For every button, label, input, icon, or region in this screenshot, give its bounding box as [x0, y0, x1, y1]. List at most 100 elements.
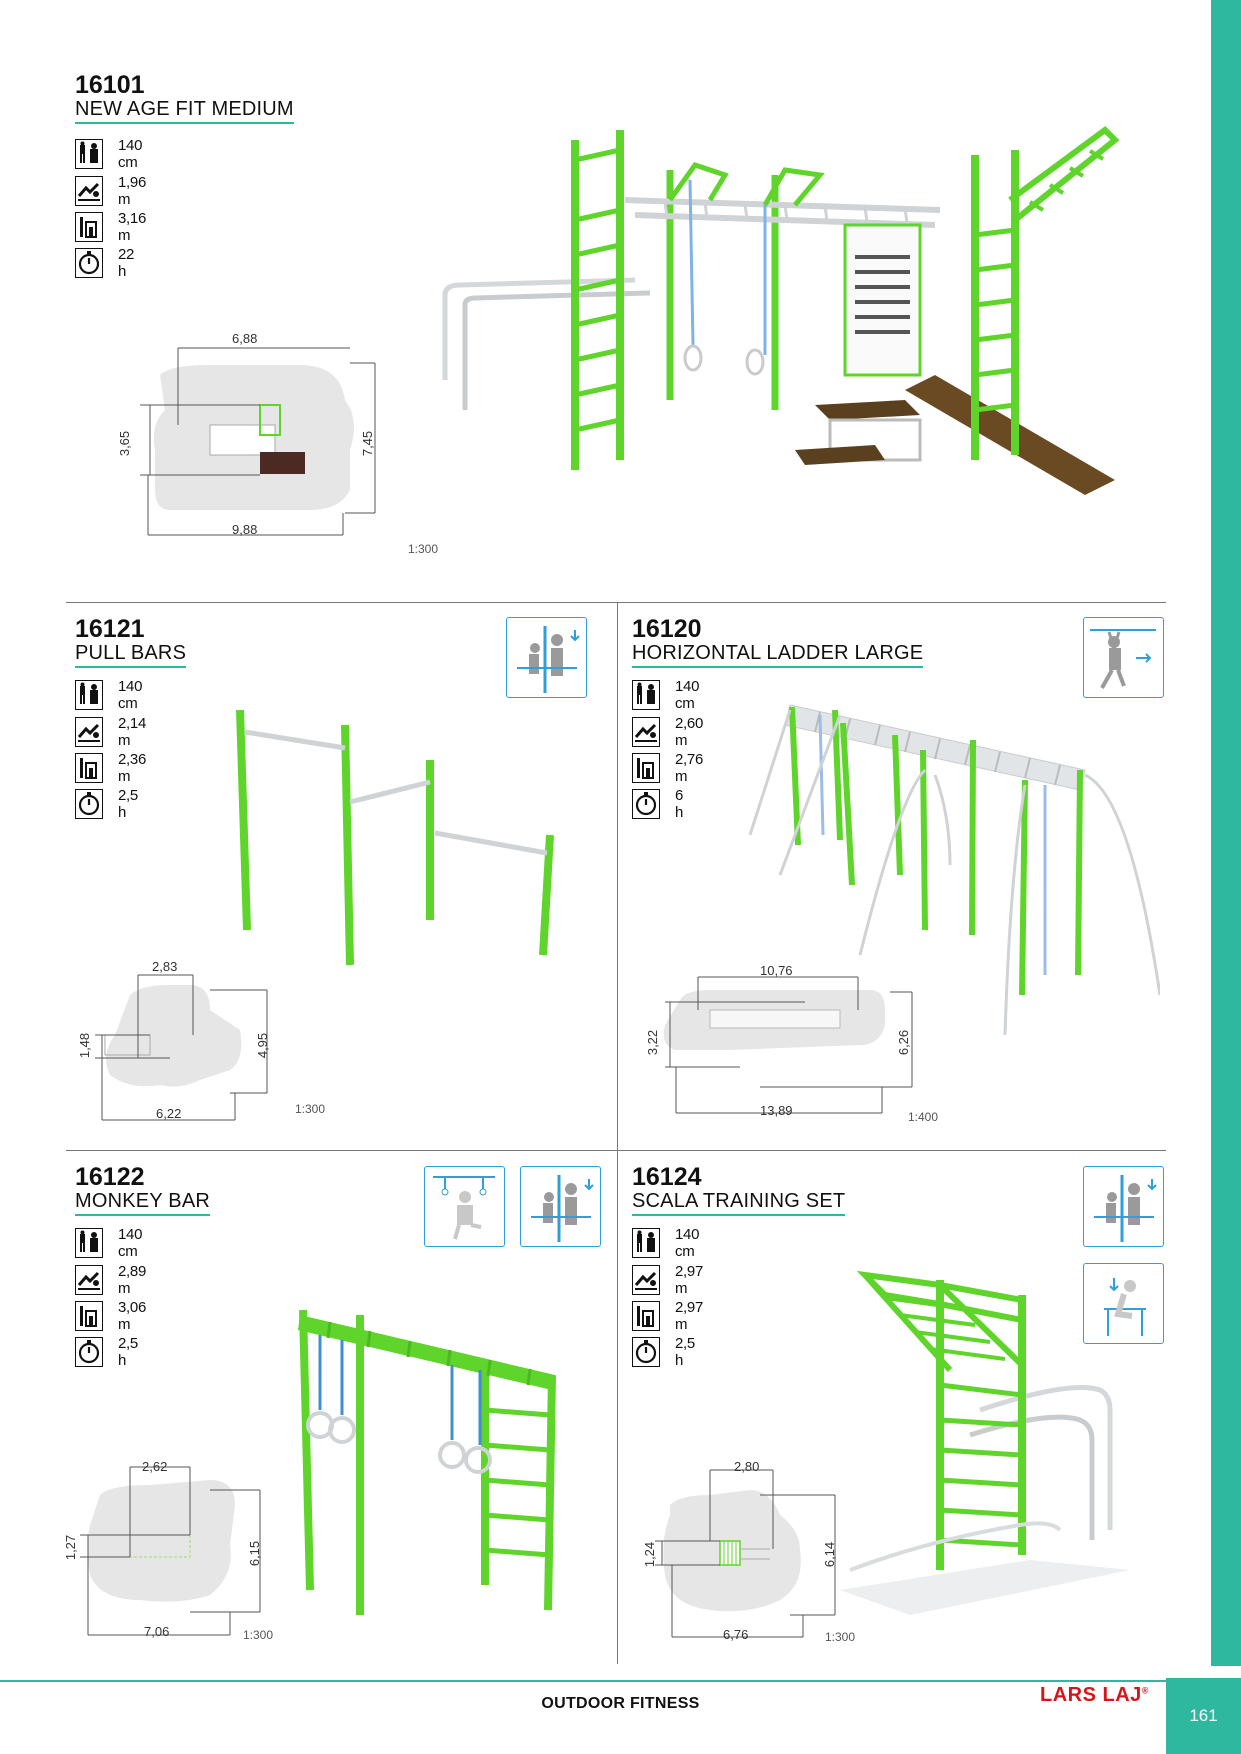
product-number: 16121 [75, 615, 145, 643]
spec-age: 140 cm [632, 1226, 701, 1260]
age-icon [632, 680, 660, 710]
product-16121-header: 16121 PULL BARS [75, 615, 187, 668]
pictogram-pull-up [506, 617, 587, 698]
age-icon [75, 1228, 103, 1258]
product-16120-illustration [748, 704, 1160, 1036]
product-name: NEW AGE FIT MEDIUM [75, 98, 294, 124]
pictogram-pull-up [1083, 1166, 1164, 1247]
product-16121-footprint [95, 974, 268, 1121]
product-16101-illustration [442, 126, 1120, 495]
pictogram-hanging [1083, 617, 1164, 698]
dimension-length-inner: 2,80 [734, 1459, 760, 1474]
spec-installation-time: 2,5 h [75, 1335, 140, 1369]
pictogram-pull-up [520, 1166, 601, 1247]
product-number: 16122 [75, 1163, 145, 1191]
dimension-length-inner: 2,62 [142, 1459, 168, 1474]
pull-up-exercise-icon [531, 1175, 594, 1242]
footer-section-label: OUTDOOR FITNESS [541, 1695, 700, 1712]
product-16121-illustration [236, 709, 554, 966]
spec-fall-height: 2,60 m [632, 715, 705, 749]
installation-time-icon [632, 789, 660, 819]
row-divider-1 [66, 602, 1166, 603]
spec-free-height: 3,16 m [75, 210, 148, 244]
dimension-width-inner: 1,24 [642, 1541, 658, 1568]
product-name: PULL BARS [75, 642, 187, 668]
dimension-length-outer: 9,88 [232, 522, 258, 537]
free-height-icon [632, 1301, 660, 1331]
spec-age: 140 cm [75, 1226, 144, 1260]
product-number: 16120 [632, 615, 702, 643]
pictogram-rings [424, 1166, 505, 1247]
age-icon [75, 139, 103, 169]
drawing-scale: 1:300 [825, 1630, 856, 1644]
installation-time-icon [632, 1337, 660, 1367]
free-height-icon [75, 753, 103, 783]
drawing-scale: 1:400 [908, 1110, 939, 1124]
fall-height-icon [75, 176, 103, 206]
age-icon [632, 1228, 660, 1258]
drawing-scale: 1:300 [408, 542, 439, 556]
product-name: MONKEY BAR [75, 1190, 210, 1216]
spec-free-height: 2,76 m [632, 751, 705, 785]
free-height-icon [632, 753, 660, 783]
dimension-width-outer: 4,95 [255, 1032, 271, 1059]
product-number: 16101 [75, 71, 145, 99]
dimension-length-outer: 6,22 [156, 1106, 182, 1121]
dimension-width-outer: 6,15 [247, 1540, 263, 1567]
pull-up-exercise-icon [1094, 1175, 1157, 1242]
footer-divider [0, 1680, 1166, 1682]
drawing-scale: 1:300 [295, 1102, 326, 1116]
dimension-width-outer: 7,45 [360, 430, 376, 457]
dimension-length-inner: 6,88 [232, 331, 258, 346]
pull-up-exercise-icon [517, 626, 580, 693]
product-16120-footprint [663, 976, 913, 1114]
installation-time-icon [75, 1337, 103, 1367]
rings-exercise-icon [433, 1176, 495, 1240]
product-number: 16124 [632, 1163, 702, 1191]
spec-installation-time: 22 h [75, 246, 136, 280]
fall-height-icon [632, 717, 660, 747]
age-icon [75, 680, 103, 710]
spec-free-height: 2,97 m [632, 1299, 705, 1333]
dimension-length-outer: 13,89 [760, 1103, 793, 1118]
product-16101-header: 16101 NEW AGE FIT MEDIUM [75, 72, 294, 124]
accent-sidebar [1211, 0, 1241, 1666]
spec-fall-height: 2,97 m [632, 1263, 705, 1297]
row-divider-2 [66, 1150, 1166, 1151]
hanging-exercise-icon [1090, 629, 1156, 689]
dips-exercise-icon [1104, 1278, 1146, 1336]
pictogram-dips [1083, 1263, 1164, 1344]
dimension-length-outer: 7,06 [144, 1624, 170, 1639]
free-height-icon [75, 1301, 103, 1331]
fall-height-icon [75, 1265, 103, 1295]
dimension-length-outer: 6,76 [723, 1627, 749, 1642]
installation-time-icon [75, 789, 103, 819]
dimension-width-inner: 3,65 [117, 430, 133, 457]
dimension-width-inner: 1,27 [63, 1534, 79, 1561]
brand-logo: LARS LAJ® [1040, 1684, 1149, 1706]
spec-installation-time: 2,5 h [75, 787, 140, 821]
free-height-icon [75, 212, 103, 242]
fall-height-icon [632, 1265, 660, 1295]
product-name: HORIZONTAL LADDER LARGE [632, 642, 924, 668]
spec-age: 140 cm [632, 678, 701, 712]
fall-height-icon [75, 717, 103, 747]
spec-age: 140 cm [75, 678, 144, 712]
product-name: SCALA TRAINING SET [632, 1190, 846, 1216]
spec-age: 140 cm [75, 137, 144, 171]
page-number: 161 [1166, 1678, 1241, 1754]
product-16122-header: 16122 MONKEY BAR [75, 1164, 210, 1216]
spec-installation-time: 6 h [632, 787, 685, 821]
spec-fall-height: 2,89 m [75, 1263, 148, 1297]
spec-fall-height: 1,96 m [75, 174, 148, 208]
spec-free-height: 2,36 m [75, 751, 148, 785]
product-16124-header: 16124 SCALA TRAINING SET [632, 1163, 846, 1216]
spec-fall-height: 2,14 m [75, 715, 148, 749]
installation-time-icon [75, 248, 103, 278]
product-16101-footprint [140, 347, 376, 536]
product-16122-footprint [80, 1466, 261, 1636]
dimension-width-inner: 1,48 [77, 1032, 93, 1059]
drawing-scale: 1:300 [243, 1628, 274, 1642]
product-16124-illustration [840, 1270, 1130, 1615]
dimension-width-inner: 3,22 [645, 1029, 661, 1056]
